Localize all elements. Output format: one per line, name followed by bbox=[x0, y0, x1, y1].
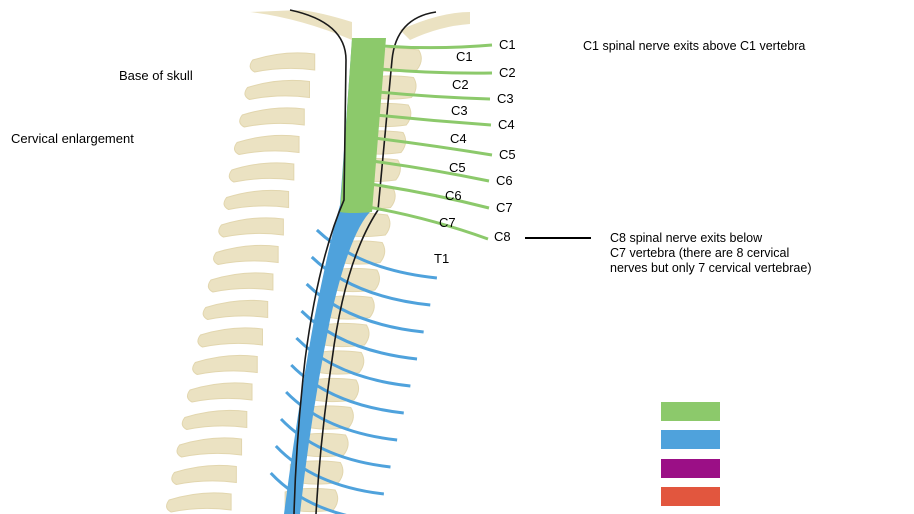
c8-note-line-3: nerves but only 7 cervical vertebrae) bbox=[610, 261, 811, 276]
base-of-skull-label: Base of skull bbox=[119, 68, 193, 84]
nerve-label-c6: C6 bbox=[496, 174, 513, 188]
spinous-process bbox=[203, 300, 268, 319]
cervical-enlargement-label: Cervical enlargement bbox=[11, 131, 134, 147]
nerve-label-c8: C8 bbox=[494, 230, 511, 244]
c1-note: C1 spinal nerve exits above C1 vertebra bbox=[583, 39, 805, 54]
vertebra-label-c6: C6 bbox=[445, 189, 462, 203]
spinous-process bbox=[224, 190, 289, 209]
nerve-label-c4: C4 bbox=[498, 118, 515, 132]
spinous-process bbox=[198, 328, 263, 347]
spinous-process bbox=[234, 135, 299, 154]
legend-swatch-lumbar bbox=[661, 459, 720, 478]
spinous-process bbox=[177, 438, 242, 457]
nerve-label-c2: C2 bbox=[499, 66, 516, 80]
nerve-label-c1: C1 bbox=[499, 38, 516, 52]
spinous-process bbox=[208, 273, 273, 292]
nerve-label-c3: C3 bbox=[497, 92, 514, 106]
legend-swatch-cervical bbox=[661, 402, 720, 421]
c8-note-line-1: C8 spinal nerve exits below bbox=[610, 231, 811, 246]
vertebra-label-c1: C1 bbox=[456, 50, 473, 64]
spinous-process bbox=[167, 493, 232, 512]
skull-base-left bbox=[250, 10, 352, 40]
spinous-process bbox=[182, 410, 247, 429]
c8-note-line-2: C7 vertebra (there are 8 cervical bbox=[610, 246, 811, 261]
spinous-process bbox=[240, 108, 305, 127]
skull-base-right bbox=[400, 12, 470, 40]
spinous-process bbox=[245, 80, 310, 99]
spinous-process bbox=[214, 245, 279, 264]
legend-swatch-sacral bbox=[661, 487, 720, 506]
vertebra-label-c7: C7 bbox=[439, 216, 456, 230]
cervical-nerve-root bbox=[380, 69, 492, 73]
c8-note: C8 spinal nerve exits below C7 vertebra … bbox=[610, 231, 811, 276]
vertebra-label-c3: C3 bbox=[451, 104, 468, 118]
vertebra-label-t1: T1 bbox=[434, 252, 449, 266]
spinous-process bbox=[187, 383, 252, 402]
vertebra-label-c5: C5 bbox=[449, 161, 466, 175]
legend-swatch-thoracic bbox=[661, 430, 720, 449]
spinous-process bbox=[172, 465, 237, 484]
spinous-process bbox=[193, 355, 258, 374]
spinous-process bbox=[250, 53, 315, 72]
spinous-process bbox=[229, 163, 294, 182]
vertebra-label-c2: C2 bbox=[452, 78, 469, 92]
spinous-process bbox=[219, 218, 284, 237]
cervical-nerve-root bbox=[382, 45, 492, 48]
nerve-label-c7: C7 bbox=[496, 201, 513, 215]
nerve-label-c5: C5 bbox=[499, 148, 516, 162]
vertebra-label-c4: C4 bbox=[450, 132, 467, 146]
